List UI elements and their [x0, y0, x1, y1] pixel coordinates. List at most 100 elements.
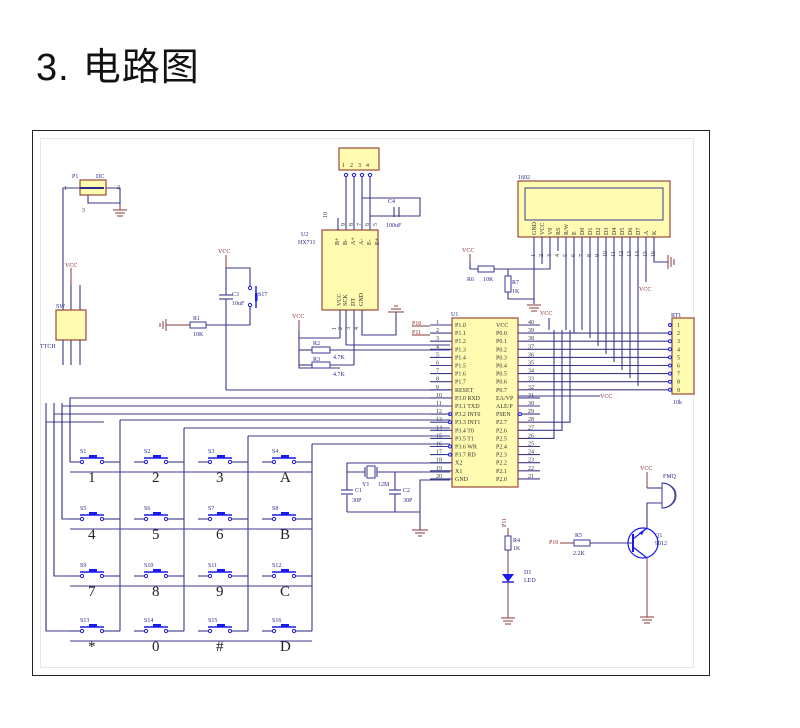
reset-circuit: VCC C3 10uF S17 R1 10K: [159, 249, 450, 391]
hx711-body: [321, 229, 379, 311]
mcu-pin-number: 27: [528, 425, 534, 431]
c2-value: 30P: [403, 498, 413, 504]
r1-ref: R1: [193, 316, 200, 322]
hx711-pin-label: B+: [335, 237, 341, 245]
net-p11: P11: [412, 330, 421, 336]
lc-pin-3: 3: [358, 163, 361, 169]
mcu-pin-number: 37: [528, 344, 534, 350]
mcu-pin-number: 40: [528, 320, 534, 326]
lcd-pin-label: VCC: [540, 223, 546, 235]
mcu-pin-number: 22: [528, 466, 534, 472]
y1-ref: Y1: [362, 482, 369, 488]
mcu-pin-label: P2.2: [496, 461, 507, 467]
key-label: B: [280, 527, 290, 543]
c2-ref: C2: [403, 488, 410, 494]
mcu-pin-number: 36: [528, 352, 534, 358]
switch-ref: S16: [272, 618, 281, 624]
rt1-ref: RT1: [671, 313, 681, 319]
mcu-pin-label: P3.5 T1: [455, 436, 474, 442]
mcu-pin-number: 33: [528, 377, 534, 383]
keypad-switch[interactable]: S65: [134, 506, 184, 543]
switch-ref: S7: [208, 506, 214, 512]
mcu-pin-number: 35: [528, 361, 534, 367]
mcu-pin-number: 21: [528, 474, 534, 480]
r2-resistor: [311, 346, 331, 354]
hx711-ref: U2: [301, 232, 308, 238]
rt1-pin-number: 8: [677, 380, 680, 386]
keypad-switch[interactable]: S8B: [262, 506, 312, 543]
mcu-pin-label: P0.7: [496, 388, 507, 394]
hx711-pin-label: GND: [359, 292, 365, 306]
ground-icon: [159, 319, 167, 331]
switch-ref: S3: [208, 449, 214, 455]
c4-value: 100uF: [386, 223, 402, 229]
keypad-switch[interactable]: S15 #: [198, 618, 248, 655]
mcu-pin-number: 17: [436, 450, 442, 456]
rt1-pin-number: 6: [677, 364, 680, 370]
lcd-body: [517, 180, 671, 238]
switch-ref: S15: [208, 618, 217, 624]
keypad-switch[interactable]: S11: [70, 449, 120, 486]
switch-body: [55, 309, 87, 341]
keypad-switch[interactable]: S14 0: [134, 618, 184, 655]
switch-ref: S12: [272, 563, 281, 569]
lcd-pin-label: D6: [628, 228, 634, 235]
power-jack-pin-1: 1: [64, 186, 67, 192]
switch-ref: S6: [144, 506, 150, 512]
rt1-pin-number: 3: [677, 339, 680, 345]
mcu-pin-number: 23: [528, 458, 534, 464]
switch-ref: S5: [80, 506, 86, 512]
r1-value: 10K: [193, 332, 204, 338]
lc-pin-1: 1: [342, 163, 345, 169]
buzzer-icon: [661, 482, 676, 509]
key-label: 0: [152, 639, 160, 655]
page-title: 3. 电路图: [36, 36, 200, 91]
mcu-pin-number: 25: [528, 442, 534, 448]
ground-icon: [412, 529, 428, 537]
lcd-pin-label: GND: [532, 221, 538, 235]
keypad-switch[interactable]: S54: [70, 506, 120, 543]
hx711-pin-label: E-: [367, 239, 373, 245]
lc-pin-4: 4: [366, 163, 369, 169]
lcd-screen: [524, 187, 664, 221]
r2-ref: R2: [313, 341, 320, 347]
switch-ref: S14: [144, 618, 153, 624]
rt1-pin-number: 4: [677, 347, 680, 353]
mcu-pin-number: 10: [436, 393, 442, 399]
ground-icon: [388, 305, 404, 313]
hx711-pin-label: A-: [359, 239, 365, 245]
hx711-pin-label: VCC: [337, 294, 343, 306]
rt1-body: [671, 317, 695, 395]
r5-value: 2.2K: [573, 551, 586, 557]
keypad-switch[interactable]: S33: [198, 449, 248, 486]
power-jack-label: DC: [96, 174, 104, 180]
r4-ref: R4: [513, 538, 520, 544]
hx711-pin-number: 2: [338, 327, 344, 330]
rt1-pin-number: 5: [677, 355, 680, 361]
key-label: #: [216, 639, 224, 655]
ground-icon: [640, 616, 654, 624]
lcd-pin-label: D7: [636, 228, 642, 235]
r2-value: 4.7K: [333, 355, 346, 361]
r1-resistor: [189, 321, 207, 329]
hx711-pin-number: 3: [346, 327, 352, 330]
r3-ref: R3: [313, 357, 320, 363]
keypad-switch[interactable]: S97: [70, 563, 120, 600]
rt1-pin-number: 2: [677, 331, 680, 337]
keypad-switch[interactable]: S4A: [262, 449, 312, 486]
load-cell-connector: 1 2 3 4 C4 100uF: [338, 147, 421, 230]
switch-ref: S9: [80, 563, 86, 569]
r3-value: 4.7K: [333, 372, 346, 378]
vcc-label: VCC: [65, 263, 77, 269]
keypad-switch[interactable]: S13*: [70, 618, 120, 655]
r5-ref: R5: [575, 533, 582, 539]
key-label: C: [280, 584, 290, 600]
keypad-switch[interactable]: S22: [134, 449, 184, 486]
mcu-pin-label: P1.7: [455, 380, 466, 386]
keypad-switch[interactable]: S76: [198, 506, 248, 543]
